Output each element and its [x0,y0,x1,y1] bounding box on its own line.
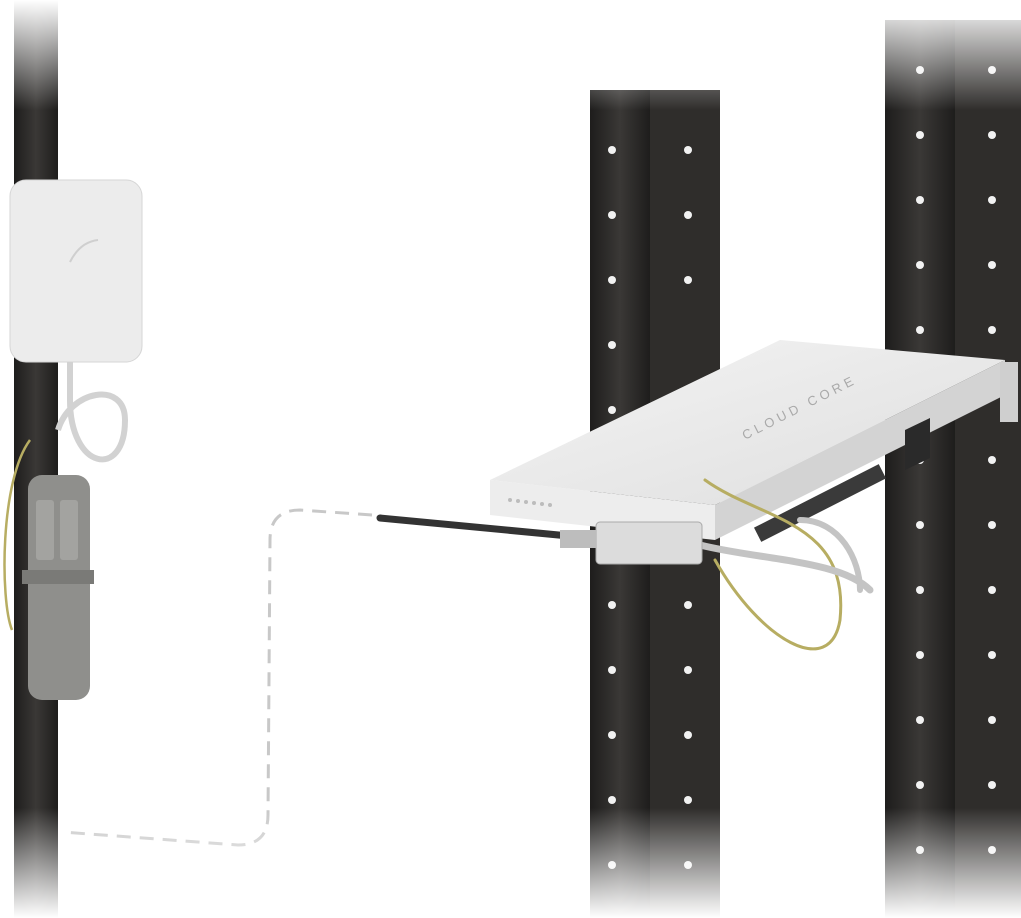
rack-hole [608,211,616,219]
rack-hole [916,66,924,74]
rack-hole [608,666,616,674]
rack-hole [684,276,692,284]
rack-hole [608,406,616,414]
poe-injector [560,521,703,565]
rack-hole [988,456,996,464]
rack-hole [608,731,616,739]
rack-hole [608,146,616,154]
rack-hole [988,651,996,659]
outdoor-poe-enclosure [22,475,94,700]
rack-hole [988,846,996,854]
rack-hole [988,326,996,334]
rack-hole [988,131,996,139]
antenna-cable [55,362,129,463]
rack-hole [916,196,924,204]
rack-hole [988,261,996,269]
rack-hole [988,521,996,529]
rack-hole [916,261,924,269]
panel-antenna [9,179,143,363]
rack-hole [916,716,924,724]
rack-hole [684,731,692,739]
rack-hole [608,861,616,869]
rack-hole [608,276,616,284]
rack-hole [916,521,924,529]
rack-hole [608,796,616,804]
rack-hole [608,341,616,349]
rack-hole [916,586,924,594]
rack-hole [608,601,616,609]
rack-hole [684,211,692,219]
rack-hole [916,846,924,854]
rack-hole [684,861,692,869]
rack-hole [988,586,996,594]
rack-hole [988,716,996,724]
rack-hole [916,781,924,789]
cable-route-dashed-line [61,508,373,847]
rack-hole [684,796,692,804]
rack-hole [988,196,996,204]
rack-hole [684,666,692,674]
rack-hole [916,651,924,659]
rack-hole [916,131,924,139]
rack-hole [684,146,692,154]
rack-hole [988,66,996,74]
rack-hole [916,326,924,334]
rack-hole [988,781,996,789]
rack-hole [684,601,692,609]
